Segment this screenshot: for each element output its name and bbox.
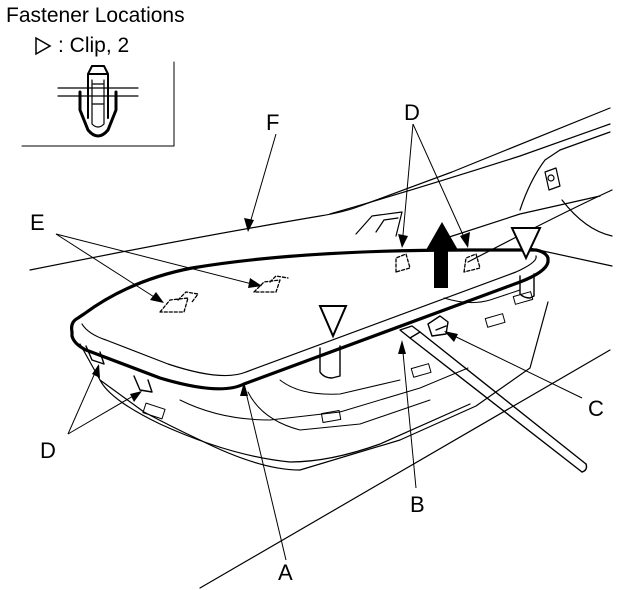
clip-triangle-icon: [35, 36, 52, 56]
leader-arrowheads: [92, 218, 470, 402]
legend-text: : Clip, 2: [58, 34, 130, 57]
label-d-left: D: [40, 438, 56, 463]
clip-inset: [21, 61, 175, 147]
clip-slots: [142, 291, 534, 423]
legend: : Clip, 2: [34, 34, 129, 58]
glovebox-lid: [70, 248, 550, 471]
clip-c-part: [427, 315, 449, 337]
clip-triangle-icon: [510, 227, 542, 261]
clip-triangle-icon: [318, 305, 348, 339]
leader-lines: [55, 123, 583, 561]
up-arrow-icon: [426, 222, 458, 288]
label-f: F: [266, 110, 280, 135]
label-c: C: [588, 396, 604, 421]
label-d-top: D: [404, 100, 420, 125]
diagram-title: Fastener Locations: [6, 4, 185, 27]
label-e: E: [30, 210, 45, 235]
lid-tabs: [85, 273, 535, 393]
trim-tool: [399, 325, 588, 473]
label-b: B: [410, 492, 425, 517]
dashboard-background: [29, 107, 613, 589]
label-a: A: [278, 560, 293, 585]
